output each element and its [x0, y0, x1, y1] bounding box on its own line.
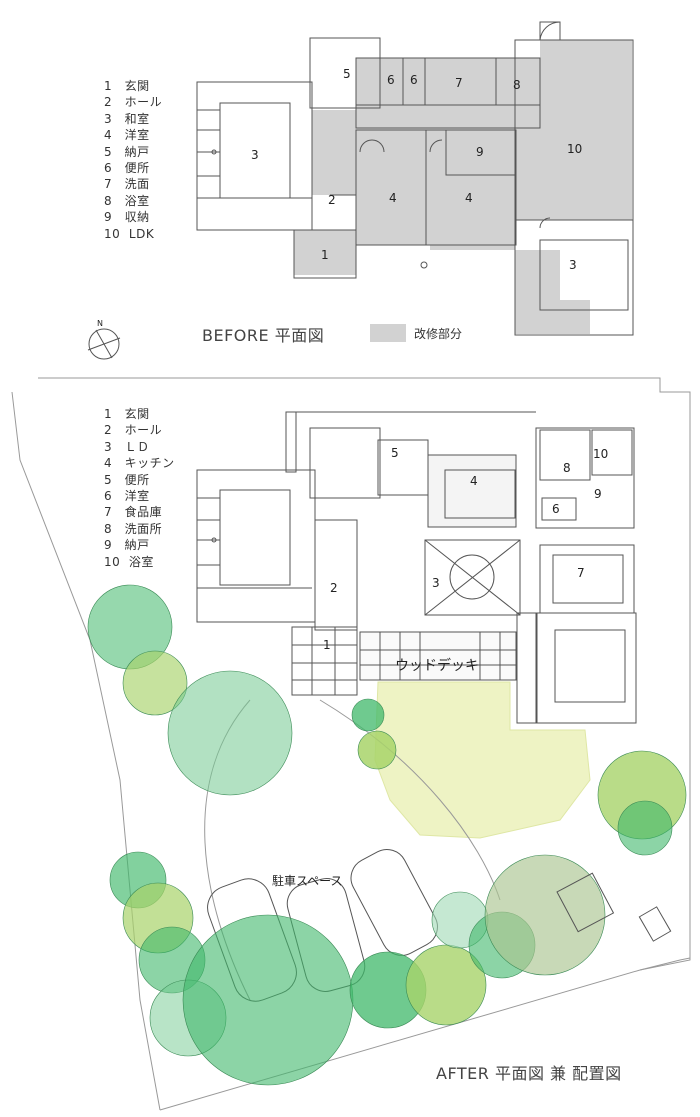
- after-room-9: 9: [594, 487, 602, 501]
- legend-item: 5 便所: [104, 472, 150, 487]
- after-room-3: 3: [432, 576, 440, 590]
- legend-item: 4 洋室: [104, 128, 150, 143]
- before-room-3a: 3: [251, 148, 259, 162]
- legend-item: 6 洋室: [104, 489, 150, 504]
- legend-item: 9 収納: [104, 210, 150, 225]
- compass-label: N: [97, 319, 103, 328]
- after-plan: [196, 411, 637, 724]
- before-room-5: 5: [343, 67, 351, 81]
- before-room-3b: 3: [569, 258, 577, 272]
- legend-item: 3 和室: [104, 111, 150, 126]
- legend-item: 2 ホール: [104, 95, 163, 110]
- after-room-8: 8: [563, 461, 571, 475]
- legend-item: 4 キッチン: [104, 456, 175, 471]
- after-room-10: 10: [593, 447, 609, 461]
- before-room-2: 2: [328, 193, 336, 207]
- legend-item: 7 食品庫: [104, 505, 163, 520]
- site-boundary: [11, 377, 691, 1111]
- after-room-2: 2: [330, 581, 338, 595]
- after-room-1: 1: [323, 638, 331, 652]
- before-room-6a: 6: [387, 73, 395, 87]
- after-room-4: 4: [470, 474, 478, 488]
- after-room-5: 5: [391, 446, 399, 460]
- renovated-swatch: [370, 324, 406, 342]
- after-legend: 1 玄関 2 ホール 3 ＬＤ 4 キッチン 5 便所 6 洋室 7 食品庫 8…: [104, 406, 175, 570]
- before-room-4b: 4: [465, 191, 473, 205]
- before-room-1: 1: [321, 248, 329, 262]
- compass-icon: [87, 328, 121, 360]
- before-room-4a: 4: [389, 191, 397, 205]
- after-room-6: 6: [552, 502, 560, 516]
- lawn-area: [374, 681, 591, 839]
- before-room-8: 8: [513, 78, 521, 92]
- legend-item: 10 LDK: [104, 226, 155, 241]
- legend-item: 8 浴室: [104, 193, 150, 208]
- renovated-label: 改修部分: [414, 327, 463, 341]
- legend-item: 9 納戸: [104, 538, 150, 553]
- before-room-7: 7: [455, 76, 463, 90]
- legend-item: 8 洗面所: [104, 521, 163, 536]
- before-room-9: 9: [476, 145, 484, 159]
- legend-item: 7 洗面: [104, 177, 150, 192]
- parking-label: 駐車スペース: [272, 874, 343, 888]
- before-plan: [196, 21, 634, 336]
- wood-deck-label: ウッドデッキ: [395, 658, 479, 674]
- legend-item: 5 納戸: [104, 144, 150, 159]
- before-legend: 1 玄関 2 ホール 3 和室 4 洋室 5 納戸 6 便所 7 洗面 8 浴室…: [104, 78, 162, 242]
- before-title: BEFORE 平面図: [202, 326, 325, 345]
- before-room-6b: 6: [410, 73, 418, 87]
- legend-item: 6 便所: [104, 161, 150, 176]
- legend-item: 1 玄関: [104, 407, 150, 421]
- legend-item: 10 浴室: [104, 554, 154, 569]
- trees: [87, 584, 687, 1086]
- legend-item: 1 玄関: [104, 79, 150, 93]
- before-renovated-area: [294, 40, 632, 334]
- after-title: AFTER 平面図 兼 配置図: [436, 1064, 622, 1083]
- legend-item: 3 ＬＤ: [104, 439, 150, 454]
- before-room-10: 10: [567, 142, 583, 156]
- after-room-7: 7: [577, 566, 585, 580]
- legend-item: 2 ホール: [104, 423, 163, 438]
